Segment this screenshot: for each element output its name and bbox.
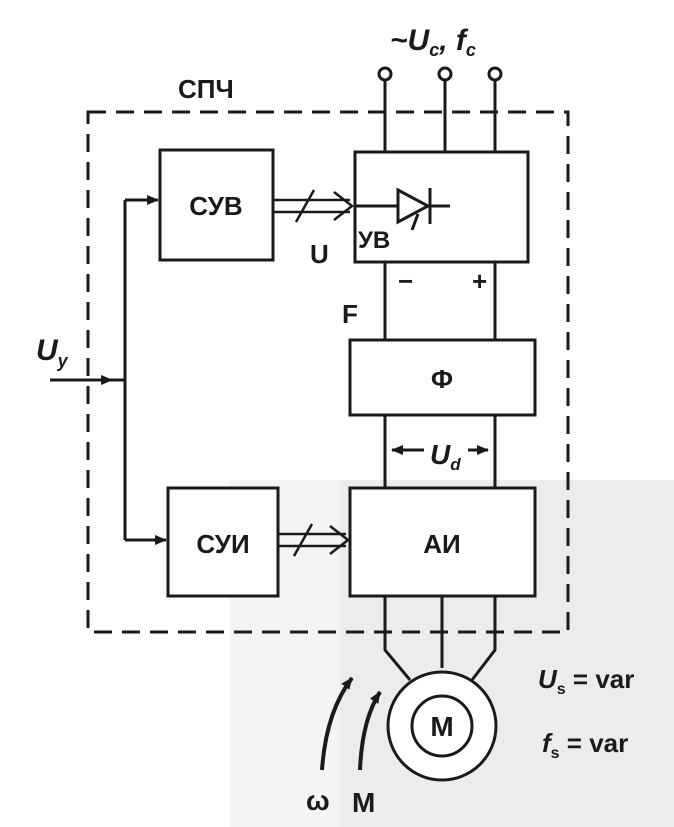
dc-link-wires [383, 262, 497, 488]
ud-label-bg [424, 436, 468, 466]
supply-label: ~Uc, fc [390, 24, 476, 60]
suv-label: СУВ [189, 191, 242, 221]
terminal-b [437, 66, 453, 82]
motor-label: M [430, 711, 453, 742]
sui-ai-bus [278, 523, 351, 557]
spch-label: СПЧ [178, 74, 234, 104]
spch-boundary [86, 110, 570, 634]
fs-spec: fs = var [542, 728, 628, 762]
suv-uv-bus [273, 189, 355, 223]
ai-label: АИ [423, 529, 460, 559]
torque-arrow [358, 690, 382, 771]
supply-terminals [377, 66, 503, 152]
sui-label: СУИ [196, 529, 249, 559]
us-spec: Us = var [538, 664, 634, 698]
suv-block [158, 148, 275, 262]
torque-label: M [352, 787, 375, 818]
ud-label: Ud [430, 439, 461, 474]
f-label: F [342, 299, 358, 329]
plus-sign: + [472, 266, 487, 296]
uv-label: УВ [358, 227, 390, 254]
uy-label: Uy [36, 334, 69, 371]
control-input-lines [50, 195, 167, 545]
u-label: U [310, 239, 329, 269]
motor-wires [383, 596, 497, 681]
motor-inner-circle [410, 694, 474, 758]
ai-block [348, 486, 537, 598]
omega-arrow [320, 676, 354, 771]
filter-label: Ф [431, 364, 453, 394]
thyristor-icon [355, 187, 450, 231]
terminal-c [487, 66, 503, 82]
minus-sign: − [398, 266, 413, 296]
sui-block [166, 486, 280, 598]
filter-block [348, 338, 537, 417]
omega-label: ω [306, 785, 330, 816]
terminal-a [377, 66, 393, 82]
